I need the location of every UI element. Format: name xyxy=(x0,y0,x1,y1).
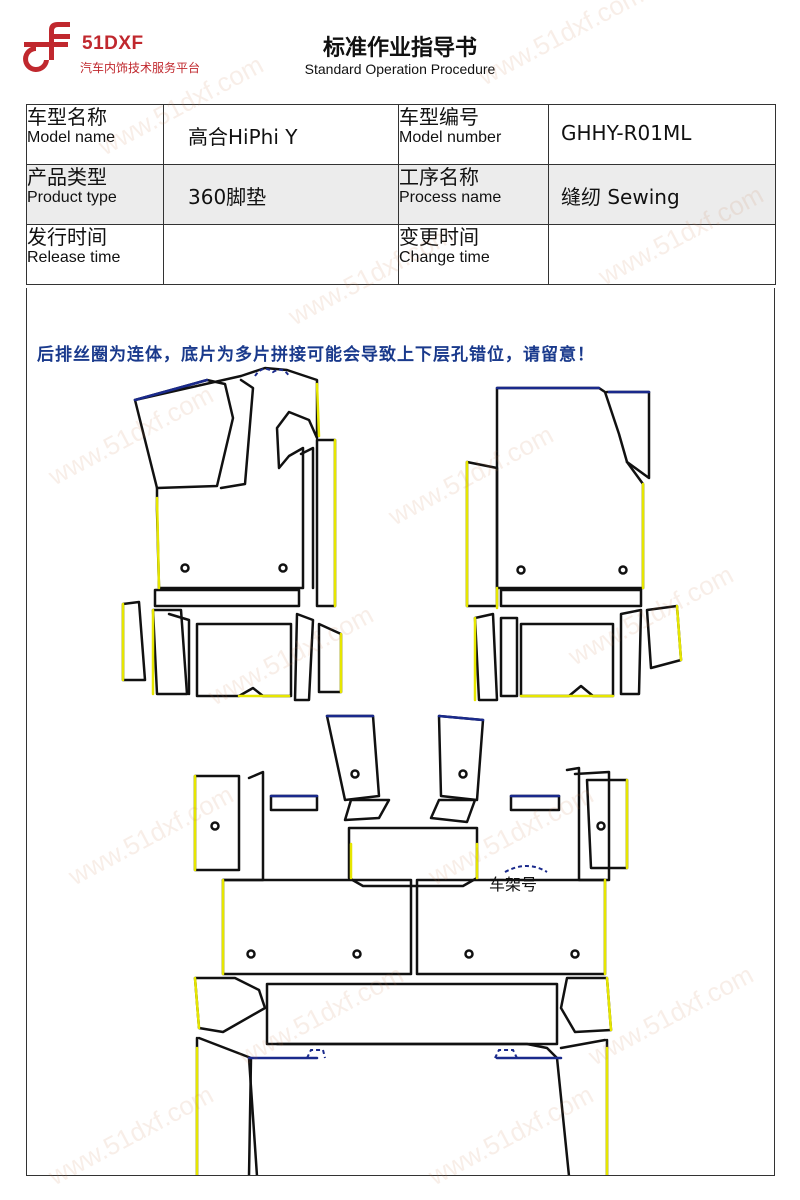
model-name-value: 高合HiPhi Y xyxy=(188,125,298,149)
brand-name: 51DXF xyxy=(82,33,144,54)
right-mat-set xyxy=(465,386,683,702)
model-number-label-zh: 车型编号 xyxy=(399,105,479,129)
info-row-time: 发行时间 Release time 变更时间 Change time xyxy=(26,224,776,285)
model-number-label: 车型编号 Model number xyxy=(398,104,549,165)
product-type-label: 产品类型 Product type xyxy=(26,164,164,225)
left-mat-set xyxy=(121,366,343,702)
dashed-markers xyxy=(254,367,548,1059)
model-number-cell: GHHY-R01ML xyxy=(548,104,776,165)
product-type-label-zh: 产品类型 xyxy=(27,165,107,189)
process-name-label-zh: 工序名称 xyxy=(399,165,479,189)
process-name-label-en: Process name xyxy=(399,189,502,206)
model-number-label-en: Model number xyxy=(399,129,502,146)
process-name-value: 缝纫 Sewing xyxy=(561,185,680,209)
brand-tagline: 汽车内饰技术服务平台 xyxy=(80,61,201,75)
header: 51DXF 汽车内饰技术服务平台 标准作业指导书 Standard Operat… xyxy=(0,0,800,100)
info-table: 车型名称 Model name 高合HiPhi Y 车型编号 Model num… xyxy=(26,104,776,285)
product-type-cell: 360脚垫 xyxy=(163,164,399,225)
model-name-cell: 高合HiPhi Y xyxy=(163,104,399,165)
document-title: 标准作业指导书 xyxy=(322,36,477,61)
brand-logo: 51DXF 汽车内饰技术服务平台 xyxy=(22,20,222,80)
release-time-label-zh: 发行时间 xyxy=(27,225,107,249)
figure-note: 后排丝圈为连体，底片为多片拼接可能会导致上下层孔错位，请留意！ xyxy=(37,345,595,365)
model-number-value: GHHY-R01ML xyxy=(561,121,692,145)
process-name-cell: 缝纫 Sewing xyxy=(548,164,776,225)
product-type-value: 360脚垫 xyxy=(188,185,267,209)
logo-mark-icon xyxy=(23,22,70,72)
release-time-label-en: Release time xyxy=(27,249,121,266)
info-row-product: 产品类型 Product type 360脚垫 工序名称 Process nam… xyxy=(26,164,776,225)
change-time-cell xyxy=(548,224,776,285)
process-name-label: 工序名称 Process name xyxy=(398,164,549,225)
release-time-cell xyxy=(163,224,399,285)
floor-mat-pattern-drawing xyxy=(121,366,683,1175)
change-time-label-zh: 变更时间 xyxy=(399,225,479,249)
center-mat-set xyxy=(193,714,629,1175)
release-time-label: 发行时间 Release time xyxy=(26,224,164,285)
release-time-value xyxy=(164,225,398,241)
change-time-value xyxy=(549,225,775,241)
blue-edge-marks xyxy=(133,378,651,1060)
change-time-label-en: Change time xyxy=(399,249,490,266)
yellow-edge-marks xyxy=(121,382,683,1175)
product-type-label-en: Product type xyxy=(27,189,117,206)
model-name-label: 车型名称 Model name xyxy=(26,104,164,165)
model-name-label-en: Model name xyxy=(27,129,116,146)
frame-number-label: 车架号 xyxy=(489,875,538,894)
figure-panel: 后排丝圈为连体，底片为多片拼接可能会导致上下层孔错位，请留意！ xyxy=(26,288,775,1176)
document-subtitle: Standard Operation Procedure xyxy=(304,61,496,77)
change-time-label: 变更时间 Change time xyxy=(398,224,549,285)
info-row-model: 车型名称 Model name 高合HiPhi Y 车型编号 Model num… xyxy=(26,104,776,165)
model-name-label-zh: 车型名称 xyxy=(27,105,107,129)
